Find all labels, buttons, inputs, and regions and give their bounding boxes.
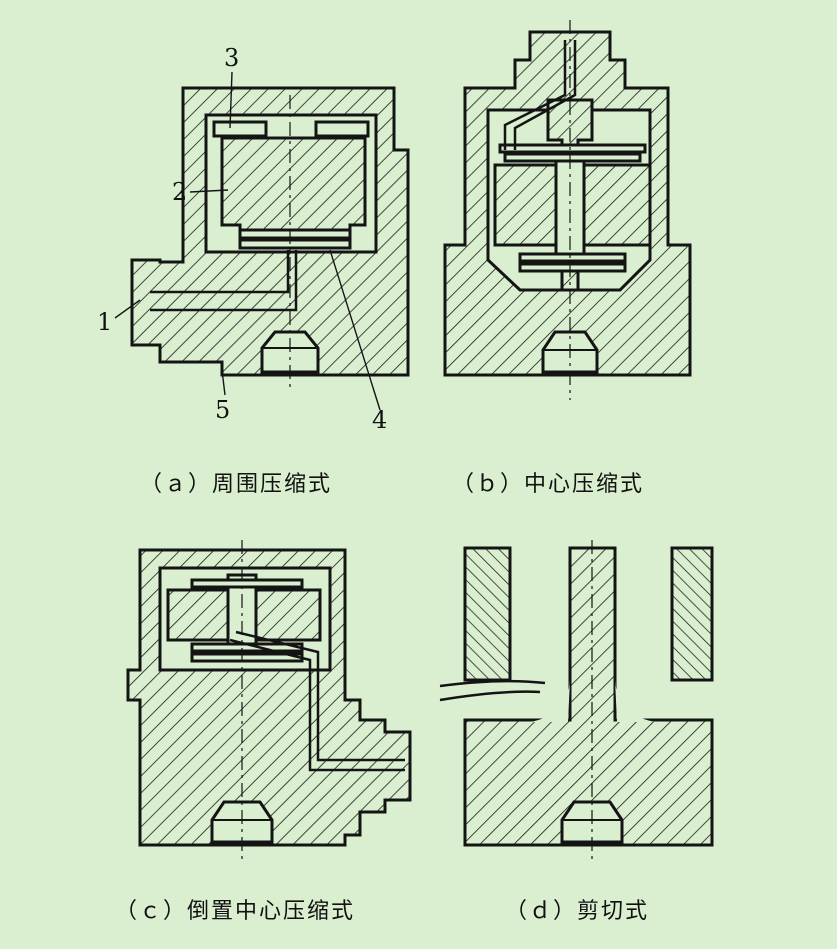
label-3: 3: [224, 44, 239, 72]
piezo-element-a1: [238, 228, 352, 240]
housing-d: [463, 546, 714, 847]
panel-b-center-compression: [443, 20, 692, 400]
label-2: 2: [172, 178, 187, 206]
shear-ring-left: [463, 546, 512, 682]
caption-c: （ｃ）倒置中心压缩式: [115, 899, 356, 924]
panel-a-peripheral-compression: [114, 71, 410, 411]
base-disc-b1: [518, 252, 627, 263]
piezo-element-a2: [238, 238, 352, 250]
piezo-disc-b1: [498, 143, 647, 154]
label-4: 4: [372, 406, 387, 434]
seismic-mass-a: [220, 136, 367, 232]
label-1: 1: [97, 308, 112, 336]
spring-plate-right: [314, 120, 370, 138]
housing-a: [130, 86, 410, 377]
caption-a: （ａ）周围压缩式: [140, 472, 333, 497]
panel-c-inverted-center-compression: [126, 540, 412, 860]
housing-b: [443, 30, 692, 377]
caption-d: （ｄ）剪切式: [505, 899, 650, 924]
base-disc-b2: [518, 262, 627, 273]
label-5: 5: [215, 396, 230, 424]
panel-d-shear: [439, 540, 714, 860]
piezo-disc-b2: [503, 152, 642, 163]
spring-plate-left: [212, 120, 268, 138]
lead-wire-a: [150, 250, 298, 312]
shear-ring-right: [670, 546, 714, 682]
caption-b: （ｂ）中心压缩式: [452, 472, 645, 497]
